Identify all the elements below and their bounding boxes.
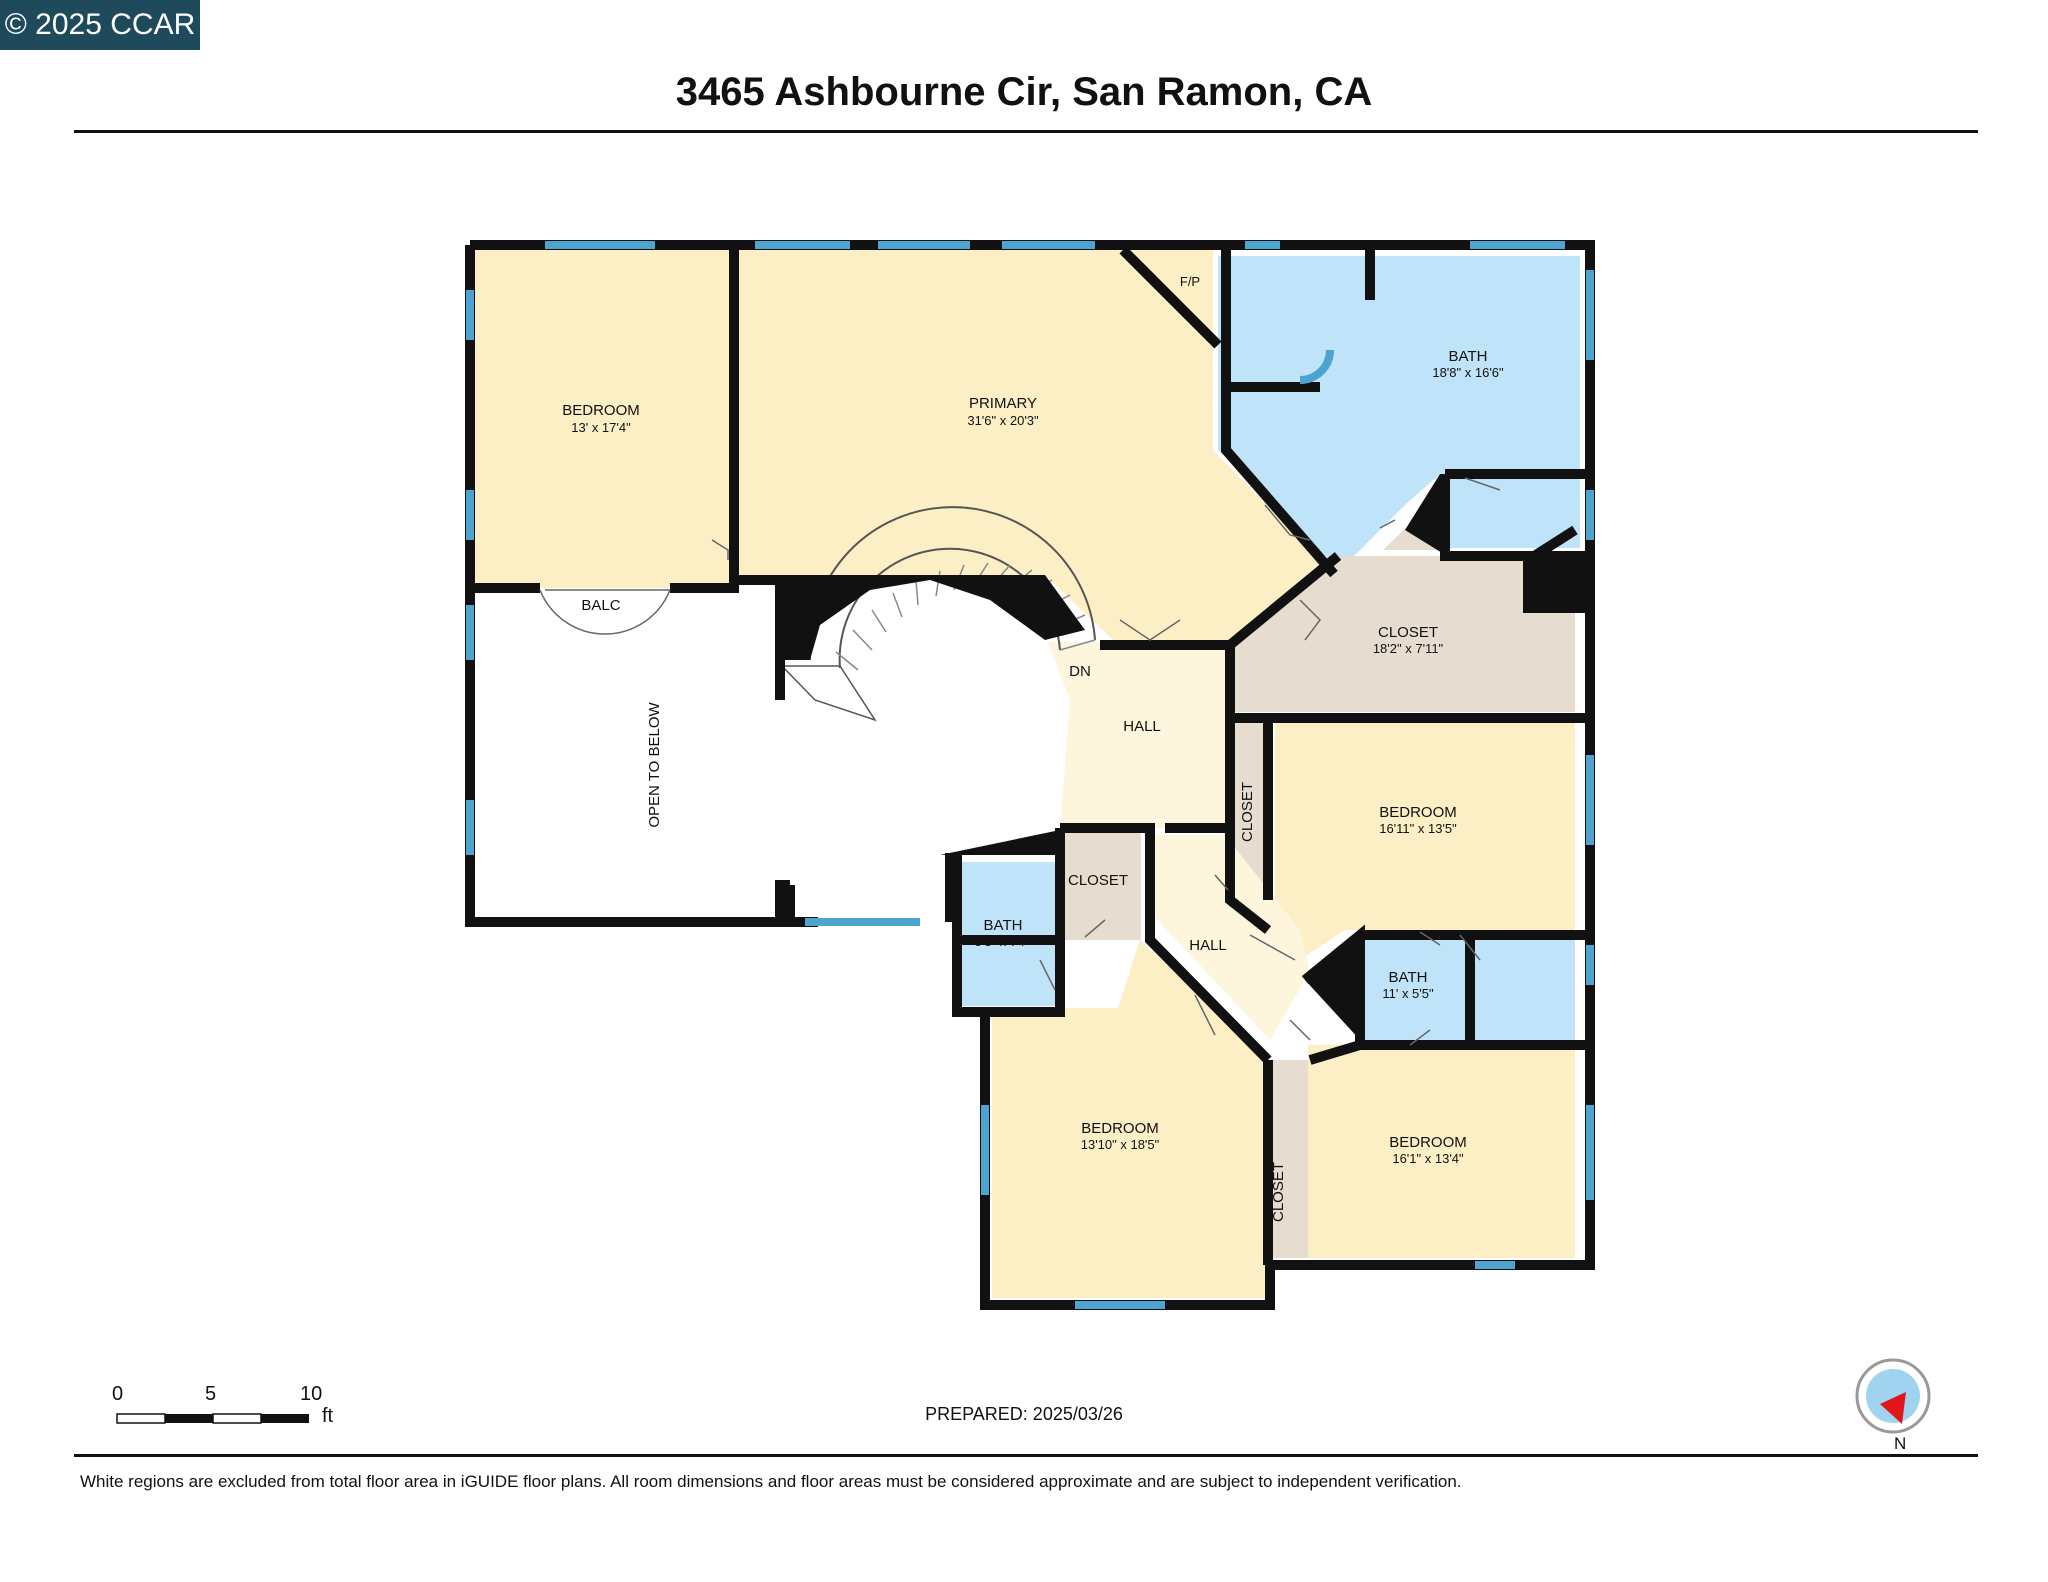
windows [466,241,1594,1309]
solid-walls [775,474,1590,1040]
stairs-down-label: DN [1069,663,1091,680]
bedroom4-dim: 16'1" x 13'4" [1392,1151,1464,1166]
closet-large-dim: 18'2" x 7'11" [1373,641,1444,656]
hall1-label: HALL [1123,718,1161,735]
bath3-dim: 11' x 5'5" [1382,986,1434,1001]
bedroom3-dim: 13'10" x 18'5" [1081,1137,1160,1152]
bedroom2-dim: 16'11" x 13'5" [1379,821,1457,836]
closet-large-label: CLOSET [1378,624,1438,641]
scale-tick-5: 5 [205,1383,217,1405]
closet-v1-label: CLOSET [1239,782,1256,842]
bedroom2-fill [1275,718,1575,960]
room-fills [474,250,1580,1298]
bath-small-dim: 5'3" x 7'7" [975,934,1032,949]
bedroom1-label: BEDROOM [562,402,640,419]
primary-fill [734,250,1334,642]
cl-label: CL [1414,524,1431,539]
closet-v2-fill [1268,1060,1308,1258]
prepared-date: PREPARED: 2025/03/26 [925,1404,1123,1424]
balcony-label: BALC [581,597,620,614]
hall1-fill [1048,642,1225,828]
copyright-badge: © 2025 CCAR [0,0,200,50]
bedroom1-fill [474,250,729,588]
scale-tick-10: 10 [300,1383,323,1405]
footer-disclaimer: White regions are excluded from total fl… [80,1472,1462,1491]
footer-divider [74,1454,1978,1457]
scale-bar [116,1413,309,1424]
scale-unit: ft [322,1405,334,1427]
fp-label: F/P [1180,274,1200,289]
bath-small-label: BATH [984,917,1023,934]
closet-small-label: CLOSET [1068,872,1128,889]
primary-bath-dim: 18'8" x 16'6" [1432,365,1504,380]
header-divider [74,130,1978,133]
open-below-label: OPEN TO BELOW [646,702,663,828]
bedroom2-label: BEDROOM [1379,804,1457,821]
bedroom3-label: BEDROOM [1081,1120,1159,1137]
hall2-label: HALL [1189,937,1227,954]
primary-bath-label: BATH [1449,348,1488,365]
scale-tick-0: 0 [112,1383,124,1405]
primary-dim: 31'6" x 20'3" [967,413,1039,428]
bedroom4-fill [1308,1045,1575,1258]
page-title: 3465 Ashbourne Cir, San Ramon, CA [675,70,1373,114]
bedroom1-dim: 13' x 17'4" [571,420,631,435]
primary-label: PRIMARY [969,395,1037,412]
closet-large-fill [1230,556,1575,712]
door-swings [539,477,1501,1046]
bath3-label: BATH [1389,969,1428,986]
compass-north-label: N [1894,1434,1907,1453]
hall2-fill [1148,835,1310,1040]
bedroom4-label: BEDROOM [1389,1134,1467,1151]
bedroom3-fill [992,940,1268,1298]
primary-bath-fill [1218,256,1580,570]
compass-icon [1855,1358,1931,1434]
room-labels: BEDROOM 13' x 17'4" PRIMARY 31'6" x 20'3… [562,274,1504,1222]
bath-small-fill [962,862,1056,1006]
closet-v2-label: CLOSET [1270,1162,1287,1222]
